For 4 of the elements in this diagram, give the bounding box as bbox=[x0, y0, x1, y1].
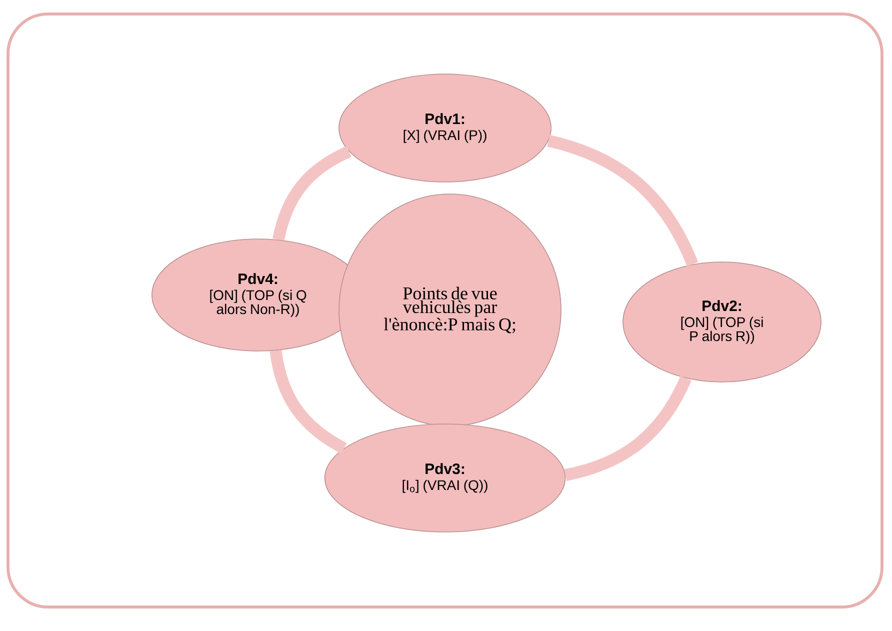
ring-segment bbox=[272, 146, 352, 241]
ring-segment bbox=[564, 376, 692, 481]
ring-segment bbox=[270, 350, 347, 454]
ring-segment bbox=[547, 134, 698, 267]
